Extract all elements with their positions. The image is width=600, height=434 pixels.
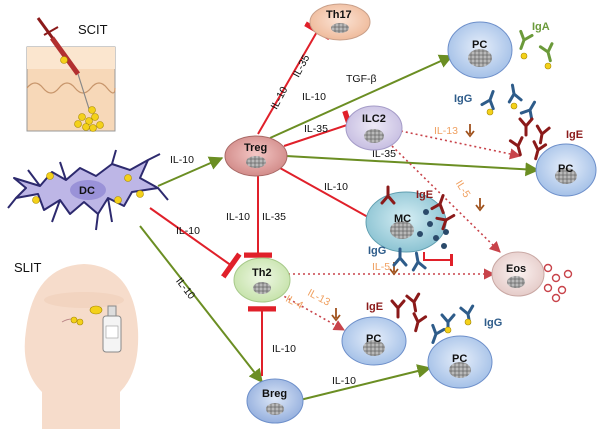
allergen-dots-scit bbox=[74, 106, 104, 132]
ige-label-mc: IgE bbox=[416, 189, 433, 201]
th17-label: Th17 bbox=[326, 9, 352, 21]
spray-bottle-icon bbox=[89, 305, 122, 353]
edge-dc-breg bbox=[139, 225, 263, 384]
breg-label: Breg bbox=[262, 388, 287, 400]
edge-dc-treg bbox=[157, 156, 224, 187]
pc-bottom-igg-label: PC bbox=[452, 353, 467, 365]
pc-cell-ige bbox=[535, 143, 597, 197]
edge-breg-pc-label: IL-10 bbox=[332, 375, 356, 387]
mc-inhibition-bracket bbox=[423, 252, 452, 261]
slit-label: SLIT bbox=[14, 260, 42, 275]
edge-treg-th17-label-b: IL-35 bbox=[291, 53, 313, 80]
pc-bottom-ige-label: PC bbox=[366, 333, 381, 345]
edge-treg-pc-iga-tgf: TGF-β bbox=[346, 73, 377, 85]
edge-ilc2-il5 bbox=[391, 145, 501, 253]
scit-skin-panel bbox=[26, 46, 116, 132]
eos-label: Eos bbox=[506, 263, 526, 275]
th2-il5-label: IL-5 bbox=[372, 261, 390, 273]
edge-ilc2-il13 bbox=[395, 129, 522, 160]
allergen-dots-top bbox=[486, 52, 552, 116]
pc-ige-label: PC bbox=[558, 163, 573, 175]
mc-label: MC bbox=[394, 213, 411, 225]
edge-treg-pc-ige bbox=[285, 155, 540, 177]
breg-cell bbox=[246, 378, 304, 424]
edge-treg-ilc2 bbox=[283, 110, 357, 147]
ilc2-il5-label: IL-5 bbox=[453, 178, 473, 200]
edge-treg-th2-label-a: IL-10 bbox=[226, 211, 250, 223]
ilc2-il13-label: IL-13 bbox=[434, 125, 458, 137]
ige-label-right: IgE bbox=[566, 129, 583, 141]
mast-cell bbox=[365, 191, 449, 253]
down-arrow-icon bbox=[465, 124, 475, 138]
edge-dc-th2 bbox=[149, 207, 242, 279]
edge-treg-ilc2-label: IL-35 bbox=[304, 123, 328, 135]
ilc2-cell bbox=[345, 105, 403, 151]
igg-label-mc: IgG bbox=[368, 245, 386, 257]
edge-breg-th2-label: IL-10 bbox=[272, 343, 296, 355]
edge-treg-th17-label-a: IL-10 bbox=[269, 85, 291, 112]
dendritic-cell bbox=[7, 149, 169, 231]
pc-cell-bottom-ige bbox=[341, 316, 407, 366]
th2-il4-label: IL-4 bbox=[283, 293, 305, 312]
edge-treg-pc-ige-label: IL-35 bbox=[372, 148, 396, 160]
syringe-icon bbox=[36, 17, 91, 113]
ilc2-label: ILC2 bbox=[362, 113, 386, 125]
edge-th2-il4-il13 bbox=[279, 293, 345, 331]
eosinophil-cell bbox=[491, 251, 545, 297]
th17-nucleus bbox=[331, 23, 349, 33]
edge-dc-breg-label: IL-10 bbox=[173, 275, 197, 301]
treg-cell bbox=[224, 135, 288, 177]
pc-cell-top bbox=[447, 21, 513, 79]
edge-treg-pc-iga-label: IL-10 bbox=[302, 91, 326, 103]
down-arrow-icon bbox=[331, 308, 341, 322]
edge-treg-mc-label: IL-10 bbox=[324, 181, 348, 193]
edge-treg-th17 bbox=[257, 21, 332, 135]
dc-label: DC bbox=[79, 185, 95, 197]
th2-il13-label: IL-13 bbox=[305, 287, 332, 309]
th17-cell bbox=[309, 3, 371, 41]
pc-top-label: PC bbox=[472, 39, 487, 51]
th2-label: Th2 bbox=[252, 267, 272, 279]
ige-label-bottom: IgE bbox=[366, 301, 383, 313]
edge-treg-pc-iga bbox=[269, 54, 454, 139]
down-arrow-icon bbox=[475, 198, 485, 212]
scit-label: SCIT bbox=[78, 22, 108, 37]
treg-label: Treg bbox=[244, 142, 267, 154]
edge-breg-pc bbox=[299, 364, 432, 401]
edge-dc-treg-label: IL-10 bbox=[170, 154, 194, 166]
igg-label-top: IgG bbox=[454, 93, 472, 105]
granule-dots bbox=[543, 263, 573, 303]
pc-cell-bottom-igg bbox=[427, 335, 493, 389]
iga-label: IgA bbox=[532, 21, 550, 33]
head-silhouette-icon bbox=[24, 264, 139, 429]
edge-dc-th2-label: IL-10 bbox=[176, 225, 200, 237]
allergen-dots-bottom bbox=[444, 318, 472, 334]
th2-cell bbox=[233, 257, 291, 303]
mc-inhibition-bar bbox=[450, 254, 453, 266]
edge-treg-th2-label-b: IL-35 bbox=[262, 211, 286, 223]
igg-label-bottom: IgG bbox=[484, 317, 502, 329]
